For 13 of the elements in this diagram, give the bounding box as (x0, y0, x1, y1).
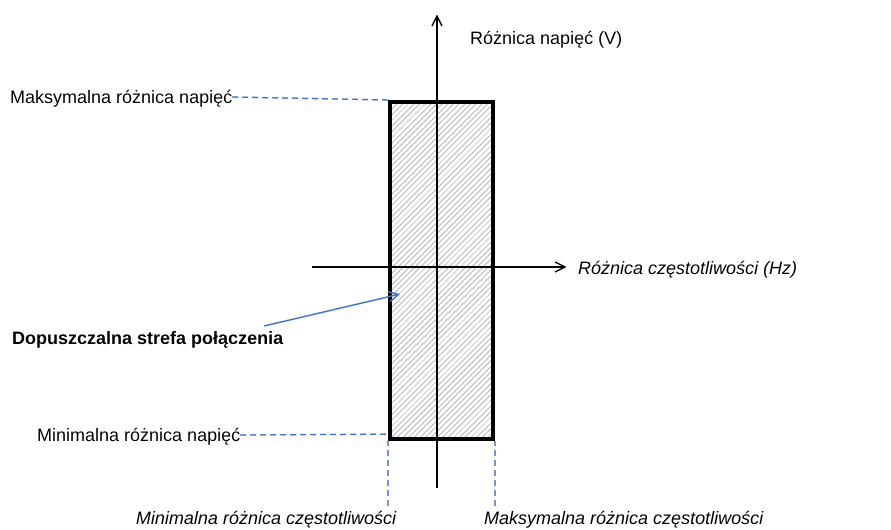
dashed-leader-line (494, 441, 496, 506)
max-frequency-label: Maksymalna różnica częstotliwości (484, 506, 764, 530)
leader-line (264, 291, 400, 327)
zone-label: Dopuszczalna strefa połączenia (12, 326, 284, 350)
min-frequency-label: Minimalna różnica częstotliwości (136, 506, 396, 530)
max-voltage-label: Maksymalna różnica napięć (10, 85, 232, 109)
min-voltage-label: Minimalna różnica napięć (37, 423, 240, 447)
dashed-leader-line (232, 96, 388, 101)
y-axis-title: Różnica napięć (V) (470, 27, 622, 50)
dashed-leader-line (387, 441, 389, 506)
x-axis-title: Różnica częstotliwości (Hz) (578, 257, 798, 280)
dashed-leader-line (240, 433, 388, 436)
zone-rectangle (388, 100, 495, 441)
